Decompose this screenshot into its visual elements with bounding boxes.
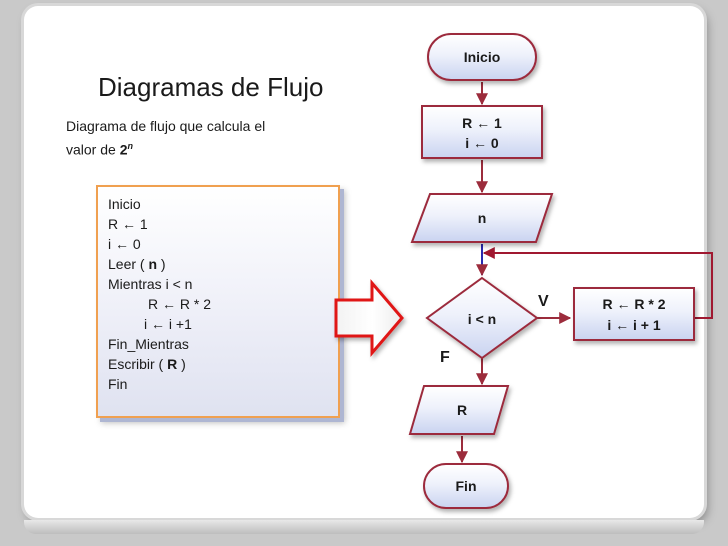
big-transition-arrow bbox=[334, 278, 404, 358]
pseudocode-line: Fin_Mientras bbox=[108, 336, 189, 352]
slide-title: Diagramas de Flujo bbox=[98, 72, 324, 102]
description-line-2: valor de bbox=[66, 141, 120, 158]
loop-body-line-2: i ← i + 1 bbox=[607, 317, 661, 333]
pseudocode-line: i ← i +1 bbox=[144, 316, 192, 332]
pseudocode-box: Inicio R ← 1 i ← 0 Leer ( n ) Mientras i < n… bbox=[96, 185, 340, 418]
false-branch-label: F bbox=[440, 349, 450, 366]
pseudocode-line-text: Escribir ( bbox=[108, 356, 168, 372]
description-base: 2 bbox=[119, 141, 128, 158]
pseudocode-line: Fin bbox=[108, 376, 128, 392]
input-data-label: n bbox=[478, 210, 487, 226]
pseudocode-line-text: ) bbox=[157, 256, 166, 272]
init-process-line-2: i ← 0 bbox=[465, 135, 499, 151]
connector-loop-back bbox=[482, 247, 713, 319]
init-process-line-1: R ← 1 bbox=[462, 115, 502, 131]
start-terminal bbox=[427, 33, 537, 81]
slide-description: Diagrama de flujo que calcula el valor d… bbox=[66, 116, 366, 160]
start-terminal-label: Inicio bbox=[464, 49, 501, 65]
pseudocode-line-text: ) bbox=[177, 356, 186, 372]
pseudocode-line: i ← 0 bbox=[108, 236, 141, 252]
output-data-label: R bbox=[457, 402, 467, 418]
loop-body-process bbox=[573, 287, 695, 341]
pseudocode-line: Mientras i < n bbox=[108, 276, 193, 292]
condition-decision bbox=[425, 276, 539, 360]
end-terminal bbox=[423, 463, 509, 509]
loop-body-line-1: R ← R * 2 bbox=[602, 296, 665, 312]
condition-decision-label: i < n bbox=[468, 311, 496, 327]
pseudocode-line-variable: R bbox=[167, 356, 178, 372]
pseudocode-line: R ← 1 bbox=[108, 216, 148, 232]
init-process bbox=[421, 105, 543, 159]
pseudocode-line-text: Leer ( bbox=[108, 256, 149, 272]
pseudocode-line: R ← R * 2 bbox=[148, 296, 212, 312]
slide-bottom-bar bbox=[24, 520, 704, 534]
pseudocode-line: Escribir ( R ) bbox=[108, 354, 338, 374]
description-line-1: Diagrama de flujo que calcula el bbox=[66, 118, 266, 134]
end-terminal-label: Fin bbox=[456, 478, 477, 494]
true-branch-label: V bbox=[538, 293, 549, 310]
description-exponent: n bbox=[127, 141, 134, 151]
input-data bbox=[410, 193, 554, 243]
pseudocode-line: Inicio bbox=[108, 196, 141, 212]
pseudocode-line: Leer ( n ) bbox=[108, 254, 338, 274]
output-data bbox=[408, 385, 510, 435]
pseudocode-line-variable: n bbox=[148, 256, 158, 272]
